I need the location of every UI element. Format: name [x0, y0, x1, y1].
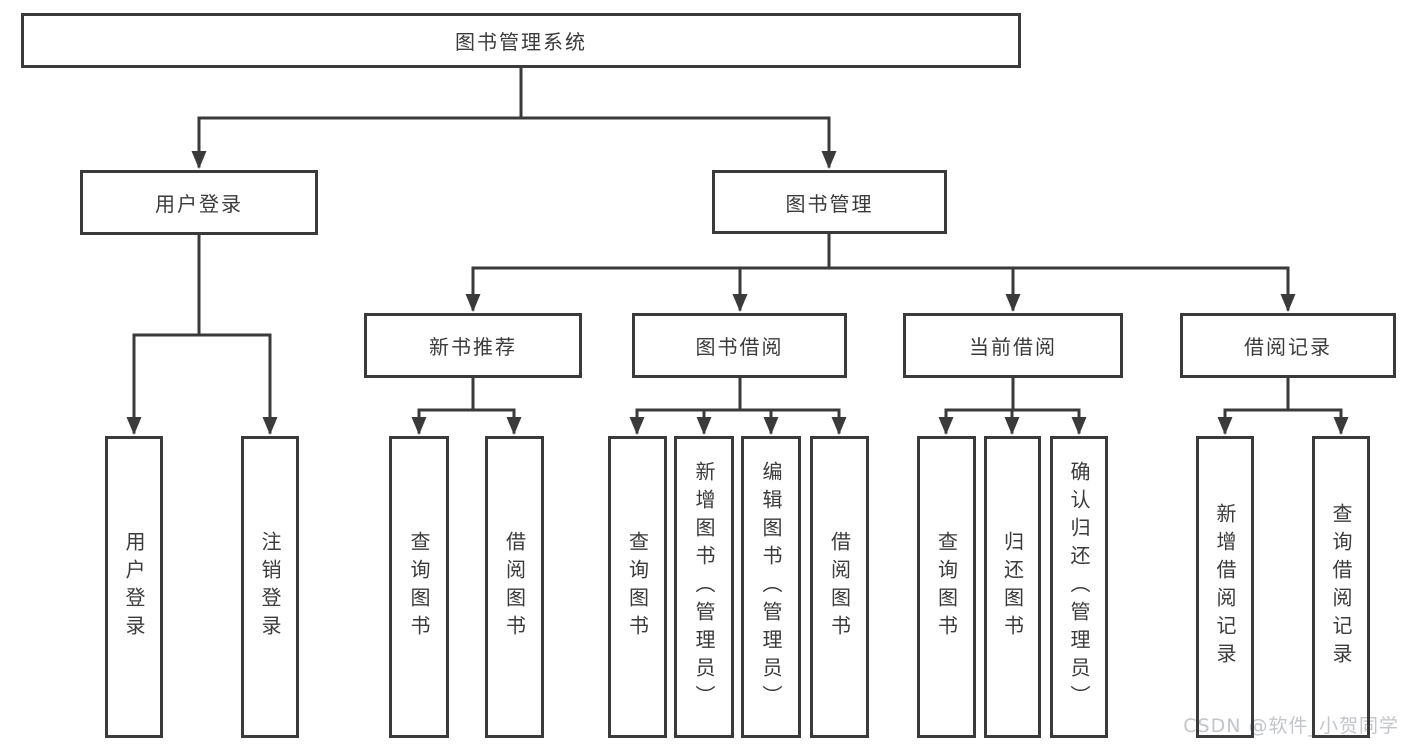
- node-root-library-system: 图书管理系统: [21, 13, 1021, 68]
- node-label: 新增图书（管理员）: [692, 461, 716, 713]
- node-label: 用户登录: [155, 192, 243, 216]
- node-label: 归还图书: [1000, 531, 1025, 643]
- leaf-current-query-books: 查询图书: [917, 436, 976, 738]
- node-label: 图书借阅: [695, 335, 784, 359]
- node-user-login: 用户登录: [80, 170, 318, 235]
- node-label: 图书管理: [785, 191, 874, 216]
- connector-user-login-children: [126, 233, 278, 435]
- leaf-records-query-borrow-record: 查询借阅记录: [1312, 436, 1370, 738]
- connector-root-to-level2: [191, 66, 837, 169]
- node-book-management: 图书管理: [712, 170, 947, 234]
- node-label: 确认归还（管理员）: [1067, 461, 1091, 713]
- leaf-borrow-edit-books-admin: 编辑图书（管理员）: [741, 436, 801, 738]
- node-label: 查询图书: [407, 531, 431, 643]
- node-label: 注销登录: [258, 531, 282, 643]
- node-label: 新书推荐: [429, 335, 517, 359]
- node-label: 当前借阅: [969, 335, 1057, 359]
- node-label: 借阅图书: [502, 531, 527, 643]
- node-label: 借阅记录: [1244, 335, 1332, 359]
- connector-book-borrow-children: [629, 376, 847, 435]
- node-label: 查询借阅记录: [1329, 503, 1353, 671]
- leaf-borrow-add-books-admin: 新增图书（管理员）: [674, 436, 734, 738]
- csdn-watermark: CSDN @软件_小贺同学: [1183, 715, 1399, 737]
- node-label: 图书管理系统: [455, 30, 587, 54]
- leaf-current-return-books: 归还图书: [984, 436, 1041, 738]
- connector-new-book-children: [411, 376, 522, 435]
- leaf-newbook-query-books: 查询图书: [389, 436, 449, 738]
- leaf-current-confirm-return-admin: 确认归还（管理员）: [1050, 436, 1108, 738]
- connector-current-borrow-children: [938, 376, 1087, 435]
- node-new-book-recommend: 新书推荐: [364, 313, 582, 378]
- node-label: 查询图书: [625, 531, 650, 643]
- connector-book-management-children: [465, 232, 1296, 312]
- node-label: 新增借阅记录: [1213, 503, 1237, 671]
- node-label: 编辑图书（管理员）: [759, 461, 783, 713]
- leaf-borrow-query-books: 查询图书: [608, 436, 667, 738]
- node-label: 用户登录: [122, 531, 146, 643]
- leaf-borrow-borrow-books: 借阅图书: [810, 436, 869, 738]
- node-book-borrow: 图书借阅: [632, 313, 847, 378]
- node-label: 查询图书: [934, 531, 959, 643]
- node-current-borrow: 当前借阅: [903, 313, 1123, 378]
- leaf-records-add-borrow-record: 新增借阅记录: [1196, 436, 1254, 738]
- leaf-newbook-borrow-books: 借阅图书: [485, 436, 544, 738]
- node-borrow-records: 借阅记录: [1180, 313, 1396, 378]
- connector-borrow-records-children: [1217, 376, 1349, 435]
- leaf-user-login: 用户登录: [105, 436, 163, 738]
- node-label: 借阅图书: [827, 531, 852, 643]
- leaf-logout: 注销登录: [241, 436, 299, 738]
